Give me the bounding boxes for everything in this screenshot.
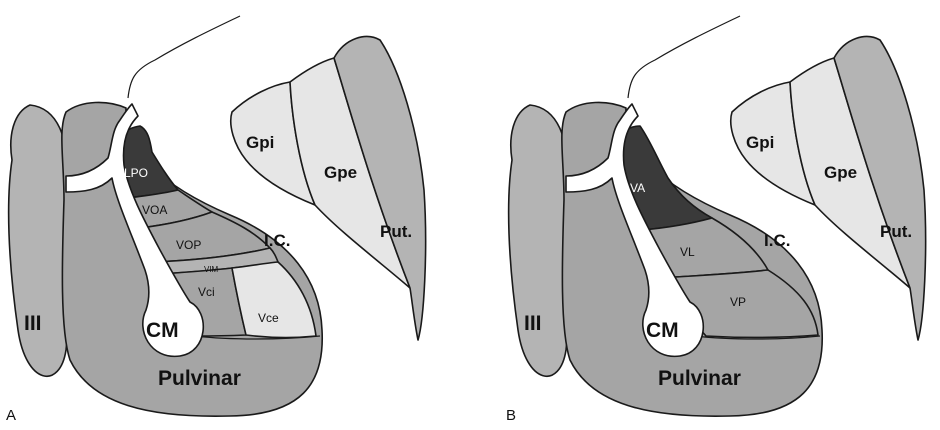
panel-b-label-gpe: Gpe (824, 163, 857, 182)
panel-b-third-ventricle (509, 105, 570, 376)
panel-a-capsule-line (128, 16, 240, 98)
panel-a-label-pulvinar: Pulvinar (158, 367, 241, 390)
panel-a-label-vce: Vce (258, 311, 279, 325)
panel-b-label-put: Put. (880, 222, 912, 241)
panel-b-capsule-line (628, 16, 740, 98)
panel-a-label-vci: Vci (198, 285, 215, 299)
panel-a-label-vop: VOP (176, 238, 201, 252)
panel-a-third-ventricle (9, 105, 70, 376)
panel-a-label-gpi: Gpi (246, 133, 274, 152)
panel-b-label-iii: III (524, 312, 542, 335)
panel-b-label-vp: VP (730, 295, 746, 309)
panel-b-label-pulvinar: Pulvinar (658, 367, 741, 390)
panel-b-letter: B (506, 407, 516, 424)
panel-a-label-voa: VOA (142, 203, 167, 217)
panel-a-label-lpo: LPO (124, 166, 148, 180)
panel-a-label-iii: III (24, 312, 42, 335)
panel-b-label-cm: CM (646, 319, 679, 342)
panel-a-label-ic: I.C. (264, 231, 290, 250)
panel-b-label-ic: I.C. (764, 231, 790, 250)
panel-a-label-put: Put. (380, 222, 412, 241)
panel-b-label-va: VA (630, 181, 645, 195)
panel-a-label-cm: CM (146, 319, 179, 342)
panel-a-letter: A (6, 407, 16, 424)
panel-b: III VA VL VP CM Pulvinar I.C. Gpi Gpe Pu… (506, 16, 926, 424)
panel-a-label-gpe: Gpe (324, 163, 357, 182)
panel-a-label-vim: VIM (204, 265, 219, 274)
panel-b-label-gpi: Gpi (746, 133, 774, 152)
panel-b-label-vl: VL (680, 245, 695, 259)
panel-a: III LPO VOA VOP VIM Vci Vce CM Pulvinar … (6, 16, 426, 424)
